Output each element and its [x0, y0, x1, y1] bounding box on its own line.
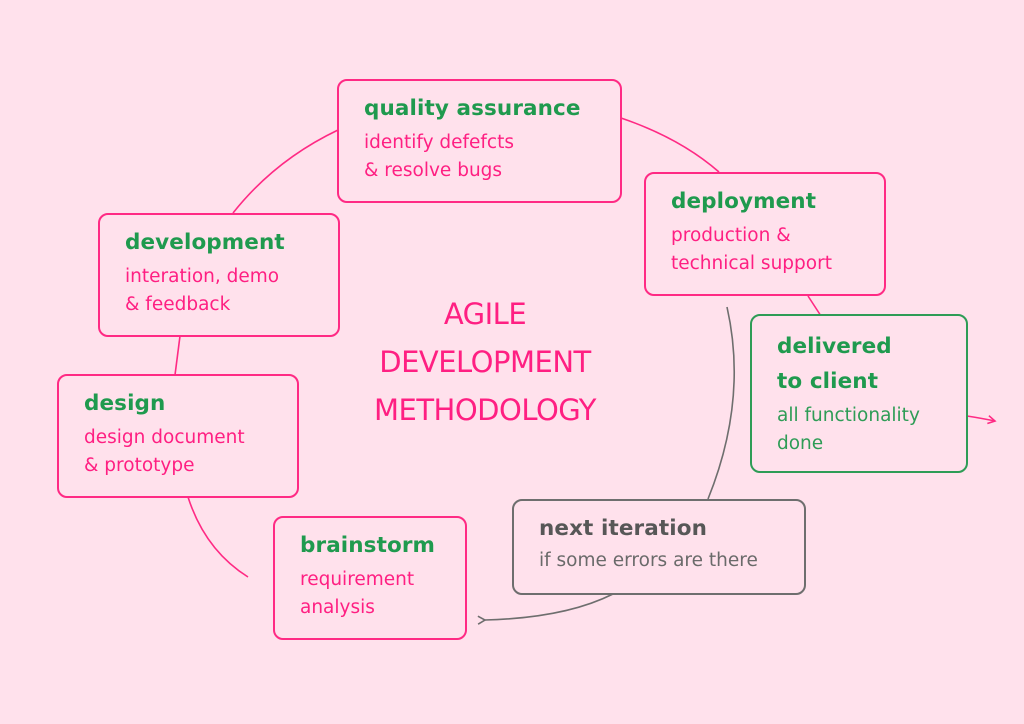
node-title: brainstorm	[300, 533, 436, 558]
title-line-3: METHODOLOGY	[373, 393, 597, 427]
connector-development-design	[174, 335, 181, 376]
connector-next-brainstorm	[477, 593, 614, 625]
node-description: all functionality done	[777, 405, 920, 454]
node-design: design design document & prototype	[57, 374, 299, 498]
node-title: deployment	[671, 189, 817, 214]
node-quality-assurance: quality assurance identify defefcts & re…	[337, 79, 622, 203]
title-line-2: DEVELOPMENT	[379, 345, 591, 379]
node-description: interation, demo & feedback	[125, 266, 280, 315]
node-title: delivered to client	[777, 334, 892, 394]
connector-design-brainstorm	[187, 496, 249, 578]
node-title: quality assurance	[364, 96, 581, 121]
node-delivered-to-client: delivered to client all functionality do…	[750, 314, 968, 473]
connector-deployment-delivered	[807, 295, 822, 317]
node-title: development	[125, 230, 285, 255]
node-development: development interation, demo & feedback	[98, 213, 340, 337]
node-deployment: deployment production & technical suppor…	[644, 172, 886, 296]
connector-qa-deployment	[620, 117, 720, 173]
node-next-iteration: next iteration if some errors are there	[512, 499, 806, 595]
connector-deployment-next	[707, 306, 736, 500]
node-description: production & technical support	[671, 225, 832, 274]
node-title: design	[84, 391, 166, 416]
diagram-title: AGILE DEVELOPMENT METHODOLOGY	[340, 290, 630, 434]
node-title: next iteration	[539, 516, 707, 541]
node-description: if some errors are there	[539, 550, 758, 571]
node-description: identify defefcts & resolve bugs	[364, 132, 514, 181]
title-line-1: AGILE	[443, 297, 527, 331]
node-description: requirement analysis	[300, 569, 415, 618]
node-description: design document & prototype	[84, 427, 245, 476]
node-brainstorm: brainstorm requirement analysis	[273, 516, 467, 640]
connector-development-qa	[232, 129, 339, 214]
connector-delivered-out	[966, 415, 997, 425]
